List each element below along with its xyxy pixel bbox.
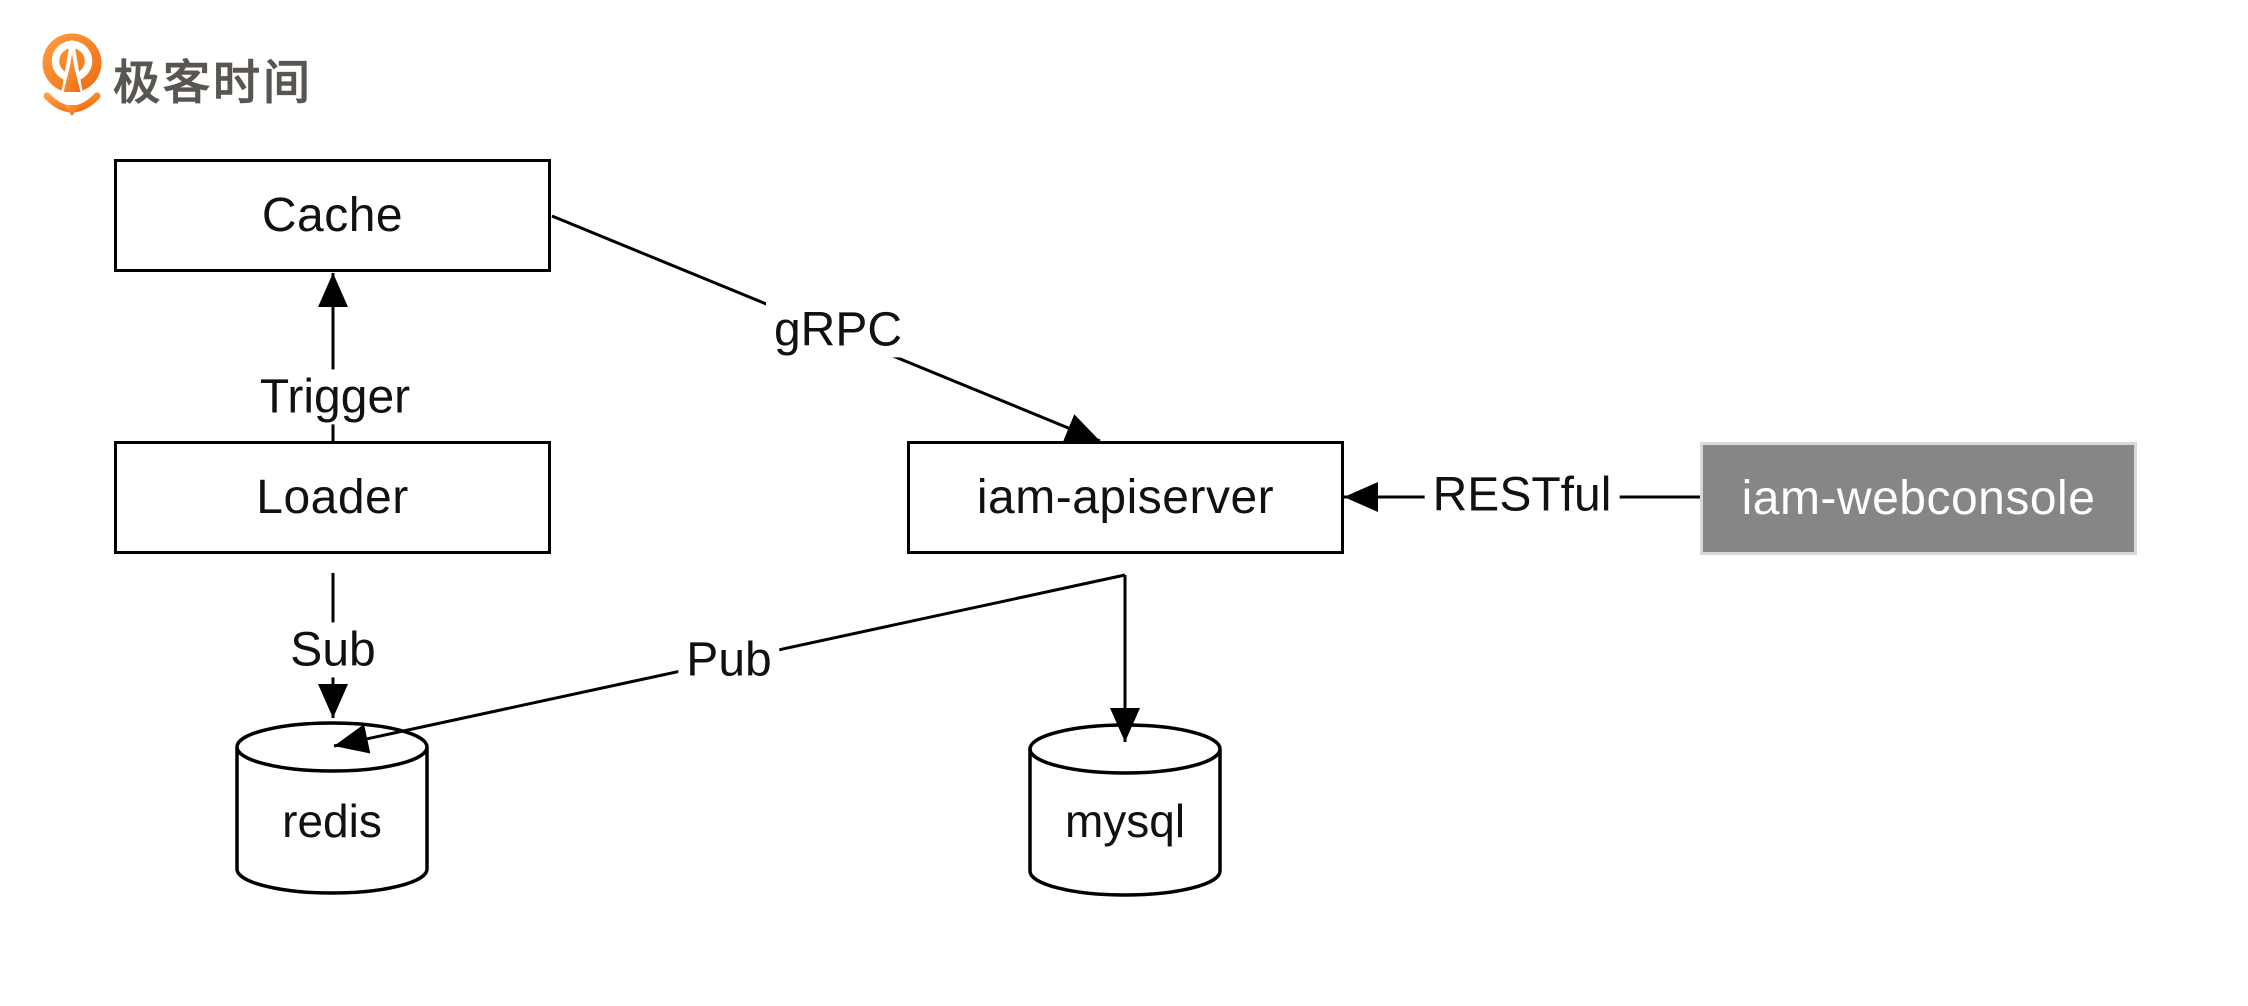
node-iam-webconsole-label: iam-webconsole	[1741, 472, 2096, 525]
mysql-cylinder	[1028, 723, 1222, 897]
redis-cylinder	[235, 721, 429, 895]
redis-label: redis	[282, 795, 382, 847]
node-iam-webconsole: iam-webconsole	[1700, 442, 2137, 555]
node-iam-apiserver: iam-apiserver	[907, 441, 1344, 554]
pub-edge-label: Pub	[678, 632, 780, 688]
trigger-edge-label: Trigger	[251, 369, 419, 425]
brand-text: 极客时间	[113, 56, 313, 109]
restful-edge-label: RESTful	[1424, 467, 1620, 523]
node-cache: Cache	[114, 159, 551, 272]
node-cache-label: Cache	[261, 189, 404, 242]
node-loader: Loader	[114, 441, 551, 554]
mysql-label: mysql	[1064, 795, 1186, 847]
node-loader-label: Loader	[256, 471, 409, 524]
grpc-edge-label: gRPC	[765, 302, 911, 358]
sub-edge-label: Sub	[282, 622, 384, 678]
geektime-pin-icon	[42, 33, 102, 116]
node-iam-apiserver-label: iam-apiserver	[976, 471, 1275, 524]
